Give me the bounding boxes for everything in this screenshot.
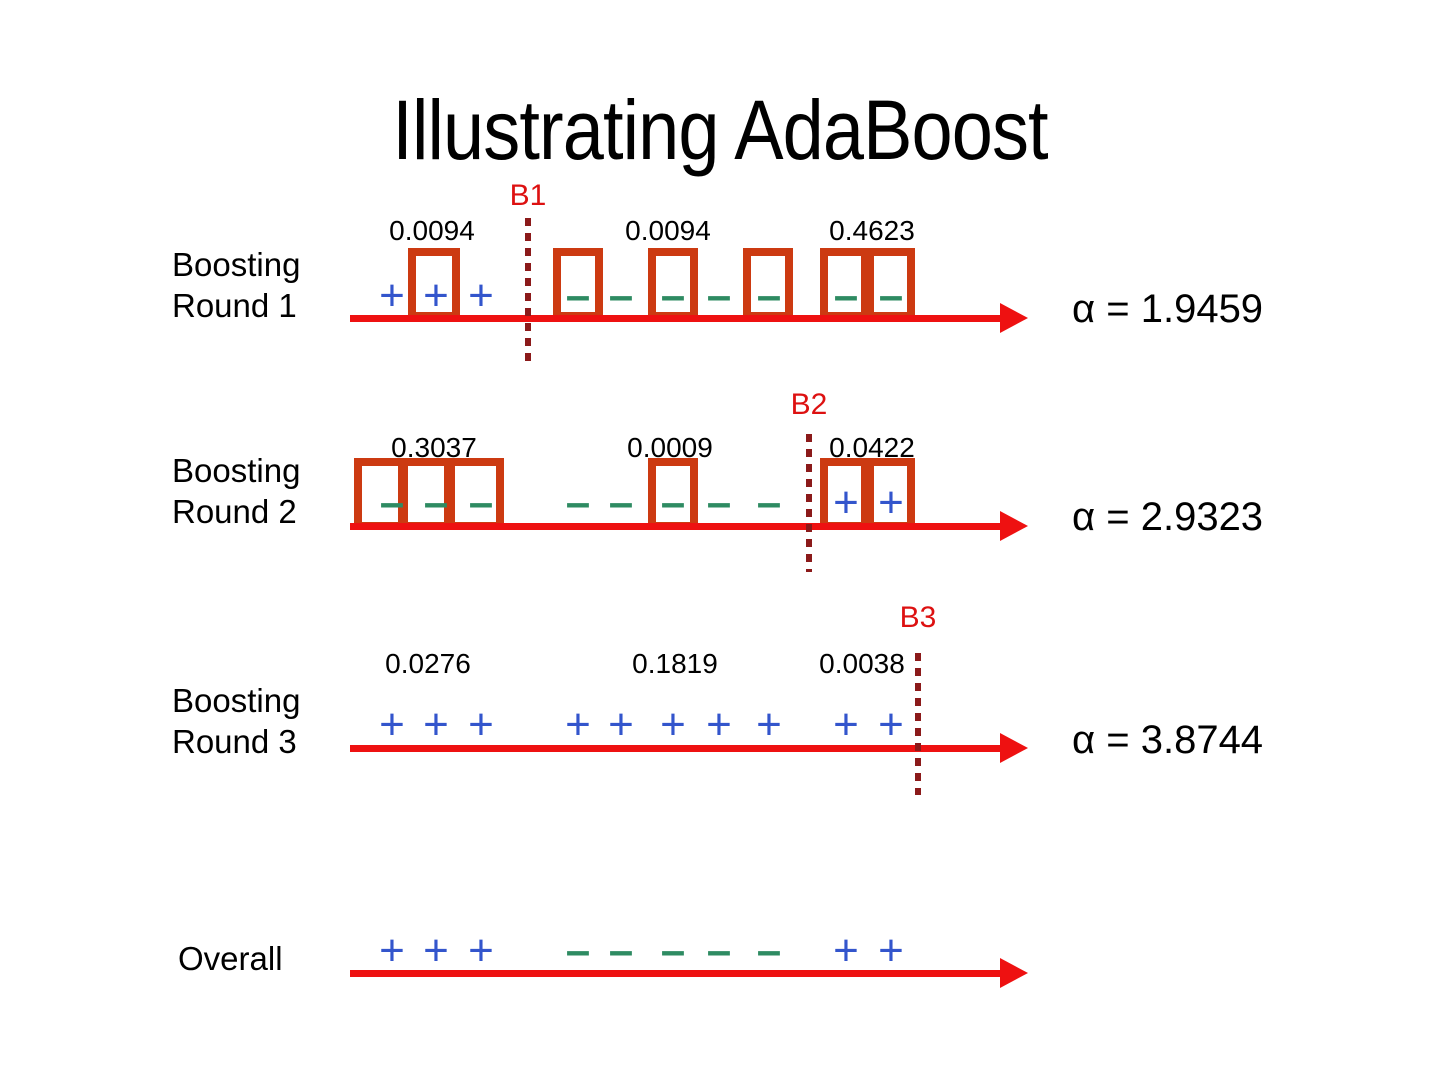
decision-boundary-label: B1 xyxy=(509,179,547,212)
decision-boundary-B1 xyxy=(525,218,531,366)
weight-label: 0.0422 xyxy=(829,432,915,463)
sample-plus: + xyxy=(833,926,859,975)
sample-minus: – xyxy=(565,271,591,320)
sample-plus: + xyxy=(468,271,494,320)
sample-plus: + xyxy=(468,700,494,749)
weight-label: 0.3037 xyxy=(391,432,477,463)
sample-minus: – xyxy=(706,926,732,975)
sample-plus: + xyxy=(423,926,449,975)
sample-minus: – xyxy=(706,271,732,320)
sample-minus: – xyxy=(379,478,405,527)
sample-minus: – xyxy=(756,478,782,527)
sample-plus: + xyxy=(565,700,591,749)
alpha-value-round-1: α = 1.9459 xyxy=(1072,287,1264,331)
weight-label: 0.0038 xyxy=(819,648,905,679)
sample-plus: + xyxy=(833,478,859,527)
number-line-axis xyxy=(350,970,1000,977)
row-label-round-3: Boosting Round 3 xyxy=(172,682,301,760)
sample-minus: – xyxy=(660,478,686,527)
weight-label: 0.0094 xyxy=(625,215,711,246)
sample-minus: – xyxy=(565,478,591,527)
decision-boundary-B2 xyxy=(806,434,812,572)
sample-minus: – xyxy=(833,271,859,320)
sample-minus: – xyxy=(878,271,904,320)
decision-boundary-B3 xyxy=(915,653,921,795)
alpha-value-round-3: α = 3.8744 xyxy=(1072,718,1264,762)
sample-plus: + xyxy=(878,478,904,527)
sample-plus: + xyxy=(423,271,449,320)
sample-plus: + xyxy=(379,700,405,749)
weight-label: 0.0009 xyxy=(627,432,713,463)
sample-minus: – xyxy=(423,478,449,527)
weight-label: 0.0094 xyxy=(389,215,475,246)
sample-minus: – xyxy=(756,271,782,320)
sample-minus: – xyxy=(756,926,782,975)
sample-minus: – xyxy=(608,478,634,527)
sample-plus: + xyxy=(833,700,859,749)
decision-boundary-label: B2 xyxy=(790,388,828,421)
sample-minus: – xyxy=(565,926,591,975)
number-line-axis xyxy=(350,745,1000,752)
page-title: Illustrating AdaBoost xyxy=(392,83,1048,177)
axis-arrowhead-icon xyxy=(1000,511,1028,541)
sample-minus: – xyxy=(608,926,634,975)
axis-arrowhead-icon xyxy=(1000,958,1028,988)
sample-plus: + xyxy=(379,926,405,975)
sample-plus: + xyxy=(423,700,449,749)
sample-minus: – xyxy=(468,478,494,527)
sample-minus: – xyxy=(706,478,732,527)
row-label-round-2: Boosting Round 2 xyxy=(172,452,301,530)
sample-minus: – xyxy=(660,271,686,320)
sample-plus: + xyxy=(878,700,904,749)
sample-plus: + xyxy=(660,700,686,749)
sample-plus: + xyxy=(706,700,732,749)
weight-label: 0.4623 xyxy=(829,215,915,246)
axis-arrowhead-icon xyxy=(1000,733,1028,763)
sample-plus: + xyxy=(608,700,634,749)
sample-minus: – xyxy=(608,271,634,320)
decision-boundary-label: B3 xyxy=(899,601,937,634)
number-line-axis xyxy=(350,523,1000,530)
sample-minus: – xyxy=(660,926,686,975)
sample-plus: + xyxy=(756,700,782,749)
weight-label: 0.0276 xyxy=(385,648,471,679)
sample-plus: + xyxy=(468,926,494,975)
alpha-value-round-2: α = 2.9323 xyxy=(1072,495,1264,539)
sample-plus: + xyxy=(379,271,405,320)
axis-arrowhead-icon xyxy=(1000,303,1028,333)
weight-label: 0.1819 xyxy=(632,648,718,679)
number-line-axis xyxy=(350,315,1000,322)
row-label-round-1: Boosting Round 1 xyxy=(172,246,301,324)
sample-plus: + xyxy=(878,926,904,975)
row-label-overall: Overall xyxy=(178,940,283,977)
